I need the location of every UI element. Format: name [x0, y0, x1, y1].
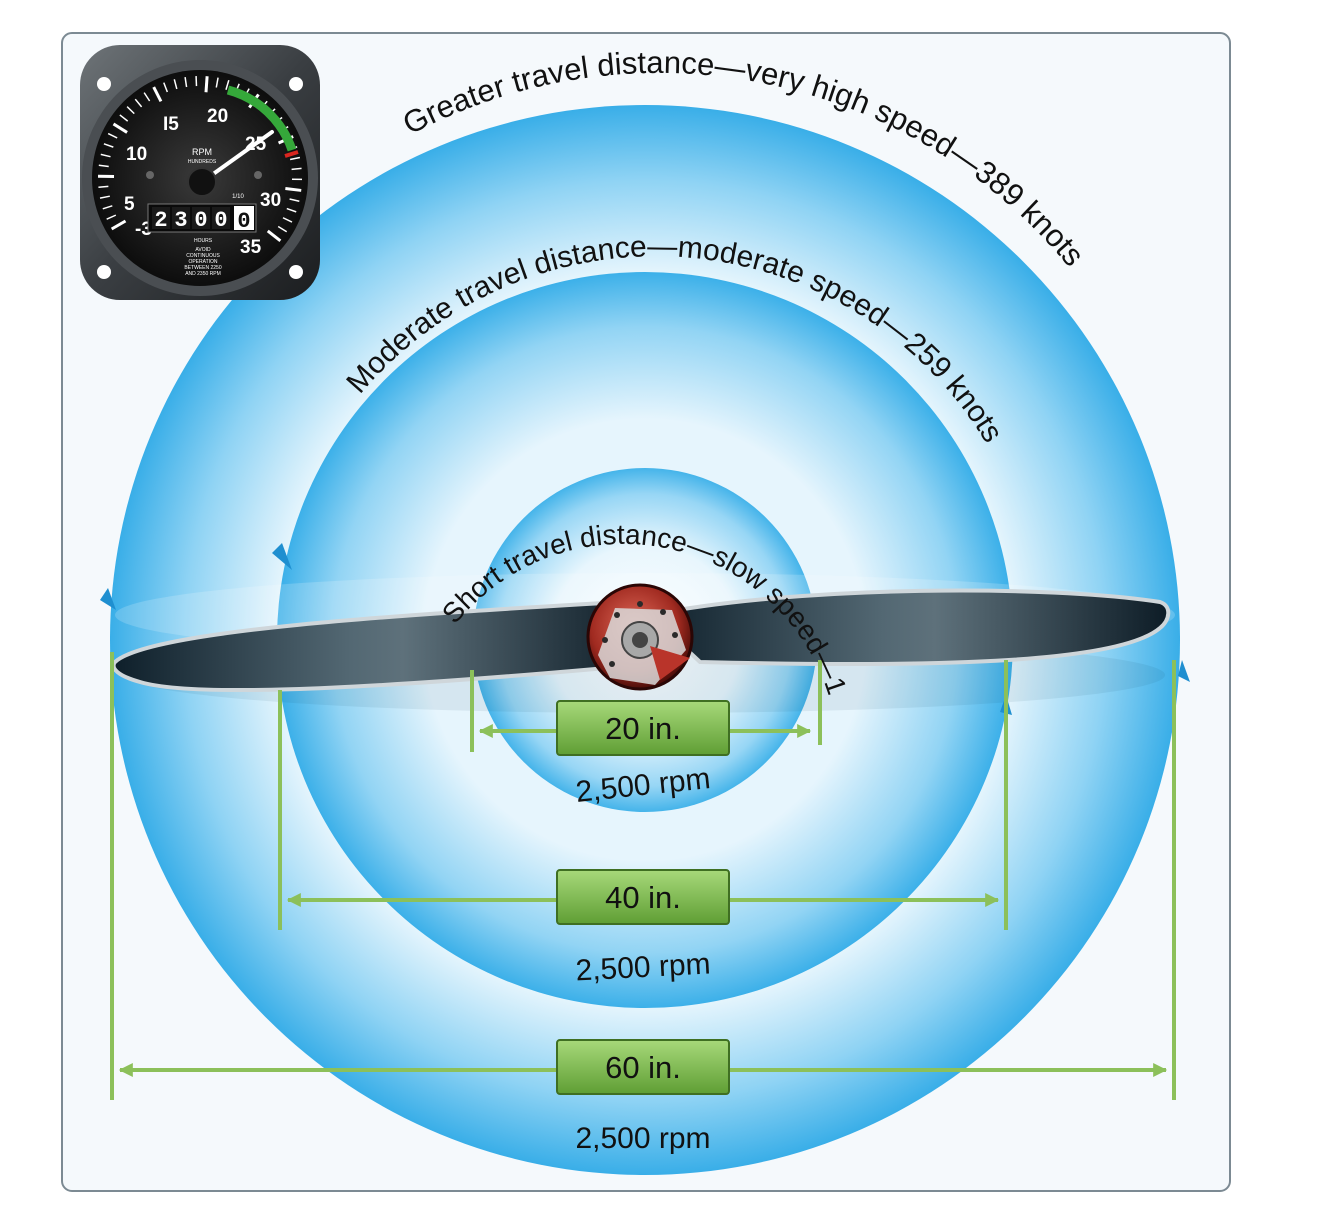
- needle-hub: [187, 167, 217, 197]
- green-arc: [226, 85, 297, 152]
- propeller-blade-right: [645, 588, 1171, 667]
- caution-line-3: OPERATION: [188, 259, 217, 265]
- tip-flare-left-outer: [100, 588, 116, 610]
- tip-flare-right-outer: [1178, 660, 1190, 682]
- tip-flare-left-mid: [272, 543, 292, 570]
- tick-mark: [152, 86, 163, 103]
- tick-mark: [112, 122, 128, 134]
- tick-mark: [204, 76, 209, 93]
- caution-line-2: CONTINUOUS: [186, 253, 220, 259]
- tick-mark: [163, 82, 169, 93]
- odometer: 2 3 0 0 0: [152, 206, 254, 234]
- tick-mark: [110, 219, 127, 231]
- caution-line-5: AND 2350 RPM: [185, 271, 221, 277]
- tick-mark: [286, 207, 297, 213]
- caution-line-1: AVOID: [195, 247, 211, 253]
- tick-mark: [119, 114, 129, 122]
- odometer-digit-5: 0: [237, 209, 250, 234]
- tick-mark: [107, 132, 118, 139]
- dimension-box-20: 20 in.: [556, 700, 730, 756]
- tick-mark: [106, 214, 117, 220]
- gauge-title: RPM: [192, 147, 212, 157]
- dimension-lines: [110, 652, 1176, 1100]
- tick-mark: [173, 79, 178, 90]
- dimension-label-40: 40 in.: [605, 880, 681, 915]
- tick-mark: [98, 164, 109, 168]
- tick-mark: [266, 229, 282, 242]
- scale-10: 10: [126, 144, 147, 165]
- odometer-digit-4: 0: [214, 208, 227, 233]
- propeller-hub: [586, 583, 694, 691]
- tick-mark: [289, 156, 301, 161]
- tick-mark: [215, 77, 219, 88]
- tick-mark: [103, 143, 114, 148]
- dimension-box-60: 60 in.: [556, 1039, 730, 1095]
- caution-line-4: BETWEEN 2250: [184, 265, 221, 271]
- gauge-subtitle: HUNDREDS: [188, 159, 217, 165]
- rpm-label-60: 2,500 rpm: [575, 1122, 710, 1155]
- tick-mark: [100, 153, 111, 158]
- tick-mark: [143, 92, 151, 102]
- tick-mark: [134, 98, 143, 108]
- tick-mark: [277, 225, 288, 233]
- tick-mark: [291, 167, 302, 171]
- dimension-box-40: 40 in.: [556, 869, 730, 925]
- gauge-tenths: 1/10: [232, 194, 244, 200]
- odometer-digit-3: 0: [194, 208, 207, 233]
- dimension-label-60: 60 in.: [605, 1050, 681, 1085]
- scale-20: 20: [207, 106, 228, 127]
- tick-mark: [285, 186, 302, 192]
- redline-mark: [284, 150, 299, 158]
- rpm-label-40: 2,500 rpm: [575, 947, 712, 987]
- scale-5: 5: [124, 194, 135, 215]
- tick-mark: [184, 76, 188, 88]
- odometer-digit-1: 2: [154, 208, 167, 233]
- tick-mark: [98, 185, 109, 188]
- tick-mark: [225, 79, 230, 90]
- scale-15: I5: [163, 114, 179, 135]
- hours-label: HOURS: [194, 238, 213, 244]
- tick-mark: [99, 195, 110, 199]
- tick-mark: [289, 198, 300, 203]
- tick-mark: [126, 106, 135, 115]
- tachometer-gauge: -3 5 10 I5 20 25 30 35 RPM HUNDREDS 1/10…: [80, 45, 320, 300]
- scale-35: 35: [240, 237, 262, 258]
- tick-mark: [282, 217, 293, 223]
- propeller-blade-left: [111, 599, 643, 693]
- odometer-digit-2: 3: [174, 208, 187, 233]
- tick-mark: [102, 205, 113, 210]
- scale-30: 30: [260, 190, 281, 211]
- dimension-label-20: 20 in.: [605, 711, 681, 746]
